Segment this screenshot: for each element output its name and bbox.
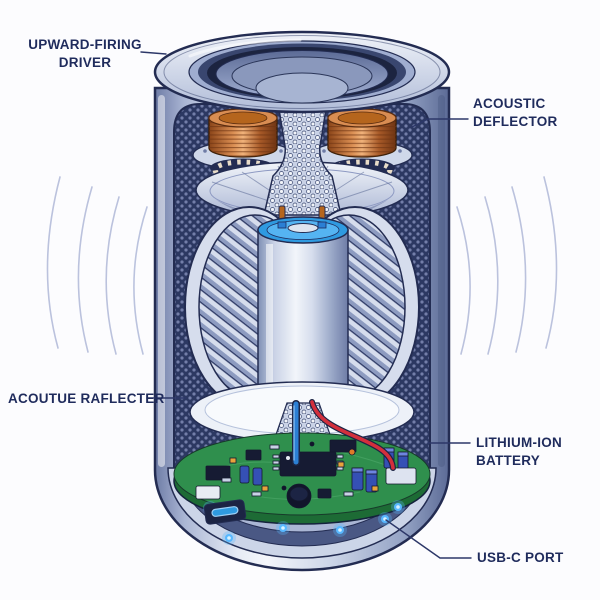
label-upward-firing-driver: UPWARD-FIRING DRIVER [20,36,150,72]
sound-wave-arcs-right [456,176,558,355]
voice-coil-right [327,108,397,158]
label-line: LITHIUM-ION [476,435,562,450]
label-lithium-ion-battery: LITHIUM-ION BATTERY [476,434,562,470]
battery-wires [292,399,396,471]
label-acoustic-deflector: ACOUSTIC DEFLECTOR [473,95,558,131]
label-line: USB-C PORT [477,550,564,565]
label-line: ACOUTUE RAFLECTER [8,391,165,406]
label-line: ACOUSTIC [473,96,546,111]
wall-highlight-left [158,95,165,467]
label-line: BATTERY [476,453,540,468]
wall-shade-right [438,95,445,467]
label-usb-c-port: USB-C PORT [477,549,564,567]
lithium-ion-battery-cell [257,205,349,409]
label-line: DEFLECTOR [473,114,558,129]
label-acoutue-raflecter: ACOUTUE RAFLECTER [8,390,165,408]
interior-components [184,104,420,473]
label-line: DRIVER [58,55,112,70]
leader-lines [140,51,472,559]
usb-c-port [203,499,247,525]
voice-coil-left [208,108,278,158]
upward-firing-driver-assembly [153,30,451,114]
sound-wave-arcs-left [46,176,148,355]
label-line: UPWARD-FIRING [28,37,142,52]
